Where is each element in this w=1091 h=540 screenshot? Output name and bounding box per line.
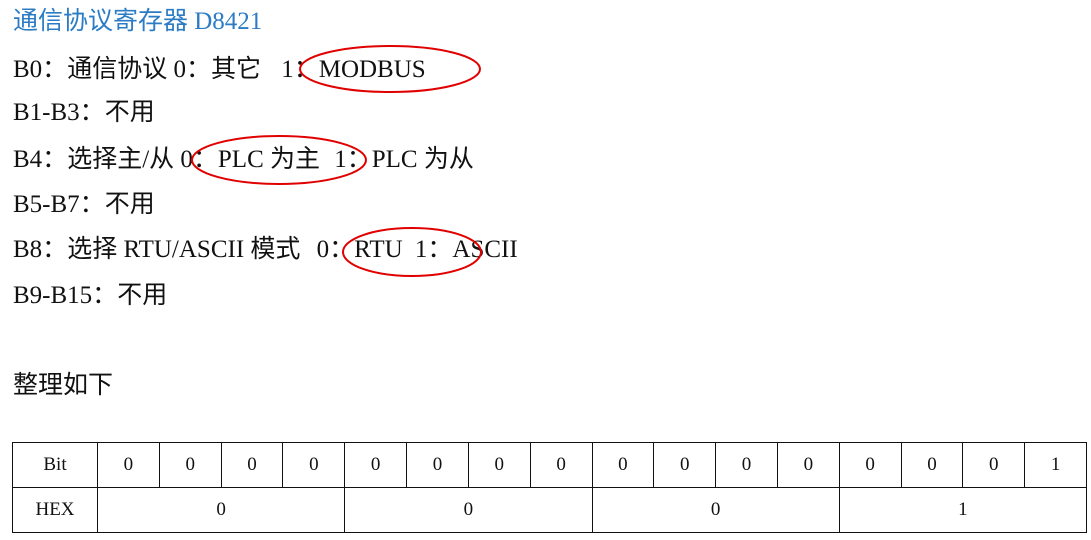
bit-cell: 0 xyxy=(529,442,593,488)
bit-label: B9-B15： xyxy=(13,282,118,309)
table-row-bit: Bit 0 0 0 0 0 0 0 0 0 0 0 0 0 0 0 1 xyxy=(12,442,1087,488)
hex-cell: 0 xyxy=(96,487,346,533)
bit-label: B0： xyxy=(13,56,68,83)
bit-label: B5-B7： xyxy=(13,191,105,218)
bit-line-b4: B4：选择主/从 0：PLC 为主 1：PLC 为从 xyxy=(13,145,474,175)
bit-cell: 0 xyxy=(282,442,346,488)
bit-cell: 0 xyxy=(653,442,717,488)
bit-cell: 0 xyxy=(715,442,778,488)
page-title: 通信协议寄存器 D8421 xyxy=(13,8,263,35)
option-0: 0：RTU xyxy=(316,236,403,263)
option-1: 1：ASCII xyxy=(408,236,518,263)
bit-cell: 0 xyxy=(900,442,964,488)
summary-text: 整理如下 xyxy=(13,372,114,399)
bit-cell: 0 xyxy=(776,442,840,488)
hex-cell: 0 xyxy=(344,487,593,533)
option-1: 1：MODBUS xyxy=(281,56,426,83)
bit-label: B4： xyxy=(13,146,68,173)
bit-desc: 不用 xyxy=(104,191,155,218)
bit-line-b0: B0：通信协议 0：其它 1：MODBUS xyxy=(13,55,426,85)
option-0: 0：其它 xyxy=(173,56,268,83)
row-header-bit: Bit xyxy=(12,442,98,488)
bit-desc: 不用 xyxy=(117,282,168,309)
table-row-hex: HEX 0 0 0 1 xyxy=(12,487,1088,533)
hex-cell: 0 xyxy=(591,487,840,533)
bit-cell: 0 xyxy=(220,442,284,488)
bit-desc: 选择 RTU/ASCII 模式 xyxy=(67,236,307,263)
bit-desc: 不用 xyxy=(104,99,155,126)
bit-cell: 0 xyxy=(344,442,408,488)
option-0: 0：PLC 为主 xyxy=(180,146,320,173)
hex-cell: 1 xyxy=(838,487,1088,533)
bit-line-b1-b3: B1-B3：不用 xyxy=(13,98,155,128)
bit-line-b8: B8：选择 RTU/ASCII 模式 0：RTU 1：ASCII xyxy=(13,235,518,265)
bit-cell: 0 xyxy=(962,442,1026,488)
option-1: 1：PLC 为从 xyxy=(328,146,474,173)
bit-cell: 0 xyxy=(467,442,531,488)
bit-line-b9-b15: B9-B15：不用 xyxy=(13,281,167,311)
bit-label: B8： xyxy=(13,236,68,263)
bit-label: B1-B3： xyxy=(13,99,105,126)
bit-hex-table: Bit 0 0 0 0 0 0 0 0 0 0 0 0 0 0 0 1 HEX … xyxy=(12,442,1088,533)
row-header-hex: HEX xyxy=(12,487,98,533)
bit-line-b5-b7: B5-B7：不用 xyxy=(13,190,155,220)
bit-cell: 1 xyxy=(1024,442,1087,488)
bit-cell: 0 xyxy=(158,442,222,488)
bit-cell: 0 xyxy=(838,442,902,488)
bit-cell: 0 xyxy=(406,442,469,488)
bit-desc: 通信协议 xyxy=(67,56,174,83)
bit-desc: 选择主/从 xyxy=(67,146,181,173)
bit-cell: 0 xyxy=(97,442,160,488)
bit-cell: 0 xyxy=(591,442,655,488)
